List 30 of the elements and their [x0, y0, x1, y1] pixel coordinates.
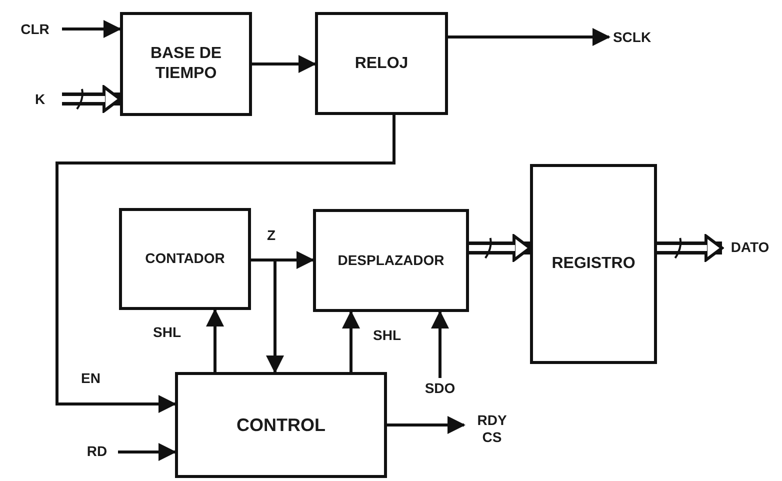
arrow — [62, 20, 122, 38]
signal-name: SDO — [418, 378, 462, 400]
arrow — [387, 416, 466, 434]
block-box — [313, 209, 469, 312]
block-label: REGISTRO — [552, 254, 636, 274]
block-label: CONTADOR — [145, 250, 225, 268]
block-label: BASE DE TIEMPO — [149, 44, 223, 84]
block-label: DESPLAZADOR — [338, 252, 444, 270]
arrow — [56, 115, 396, 413]
signal-name: CLR — [8, 20, 62, 40]
signal-name: RD — [76, 442, 118, 462]
arrow — [448, 28, 610, 46]
block-label: CONTROL — [236, 414, 326, 436]
block-box — [119, 208, 251, 310]
arrow — [251, 258, 284, 374]
block-label: RELOJ — [354, 54, 408, 74]
block-box — [315, 12, 448, 115]
signal-name: RDY — [477, 412, 507, 429]
arrow — [252, 55, 316, 73]
signal-name: DATO — [722, 237, 778, 259]
arrow — [118, 443, 176, 461]
signal-name: CS — [482, 429, 502, 446]
block-box — [175, 372, 387, 478]
block-box — [120, 12, 252, 116]
arrow — [431, 310, 449, 378]
signal-name: SCLK — [609, 28, 655, 48]
arrow — [206, 308, 224, 372]
block-box — [530, 164, 657, 364]
arrow — [342, 310, 360, 372]
signal-name: K — [18, 90, 62, 110]
